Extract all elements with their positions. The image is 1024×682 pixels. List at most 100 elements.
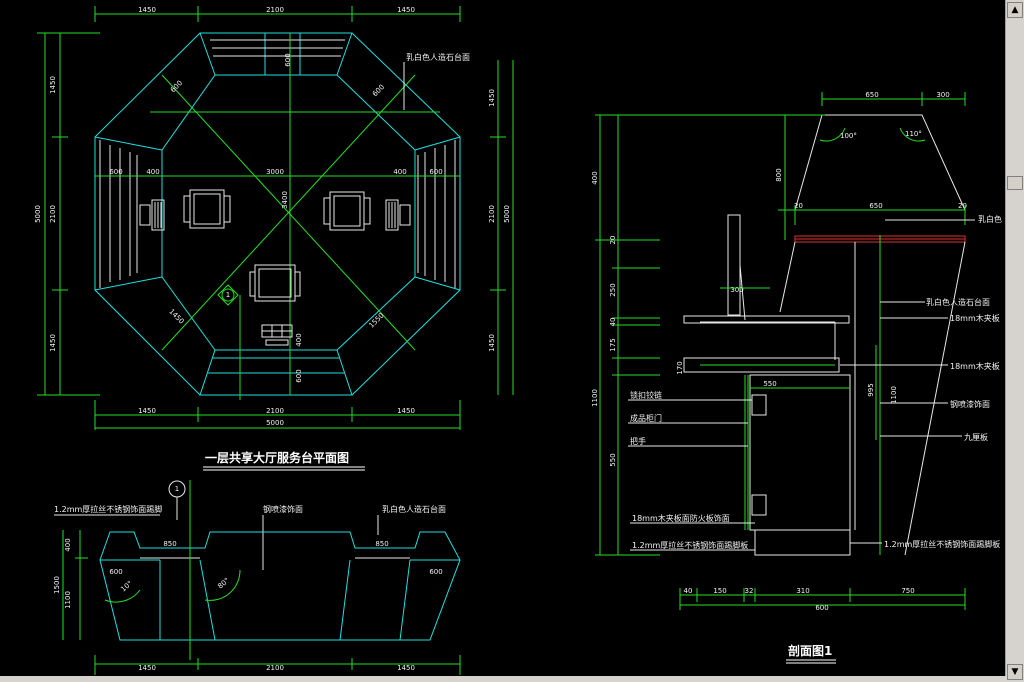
section-dim-angle-1: 100°	[840, 132, 857, 140]
elevation-dim-angle-2: 80°	[216, 576, 231, 590]
elevation-dim-angle-1: 10°	[119, 579, 134, 593]
section-marker-elevation[interactable]: 1	[168, 480, 186, 520]
plan-dim-left-upper: 1450	[49, 76, 57, 94]
section-monitor	[727, 214, 741, 316]
section-dim-bottom-1: 40	[684, 587, 693, 595]
plan-dim-bottom-small-1: 400	[295, 333, 303, 346]
plan-dim-diag-1: 600	[169, 79, 184, 94]
section-dim-bottom-3: 32	[745, 587, 754, 595]
plan-dim-right-mid: 2100	[488, 205, 496, 223]
section-dim-left-small-2: 170	[676, 361, 684, 374]
plan-dim-right-outer: 5000	[503, 205, 511, 223]
section-shelf	[683, 315, 850, 324]
scroll-up-button[interactable]: ▲	[1007, 2, 1023, 18]
section-dim-left-5: 1100	[591, 389, 599, 407]
plan-section-marker-label: 1	[226, 291, 230, 299]
chair-icon	[183, 189, 231, 229]
section-label-right-6: 九厘板	[964, 432, 988, 442]
section-label-right-3: 18mm木夹板	[950, 313, 1000, 323]
computer-icon	[261, 324, 293, 346]
plan-dim-diag-2: 600	[371, 83, 386, 98]
plan-dim-bottom-1: 1450	[138, 407, 156, 415]
elevation-label-stainless: 1.2mm厚拉丝不锈钢饰面踢脚	[54, 504, 162, 514]
plan-dim-center-h: 3000	[266, 168, 284, 176]
elevation-dim-inner-2: 600	[429, 568, 442, 576]
section-dim-bottom-5: 750	[901, 587, 914, 595]
elevation-outline	[99, 531, 461, 641]
section-dim-left-2: 250	[609, 283, 617, 296]
plan-dim-left-lower: 1450	[49, 334, 57, 352]
plan-title: 一层共享大厅服务台平面图	[205, 450, 349, 465]
section-dim-bottom-total: 600	[815, 604, 828, 612]
section-dim-bottom-4: 310	[796, 587, 809, 595]
section-dim-inner-w: 550	[763, 380, 776, 388]
section-dim-inner-top: 300	[730, 286, 743, 294]
section-label-right-5: 钢喷漆饰面	[950, 399, 990, 409]
section-view: 650 300 800 100° 110° 20 650 20	[591, 91, 1002, 664]
plan-dim-diag-3: 1450	[167, 307, 185, 325]
elevation-dim-bottom-2: 2100	[266, 664, 284, 672]
section-dim-left-4: 175	[609, 338, 617, 351]
section-dim-bottom-2: 150	[713, 587, 726, 595]
section-drawer	[683, 357, 840, 373]
plan-dim-side-right-2: 600	[429, 168, 442, 176]
computer-icon	[139, 199, 165, 231]
plan-dim-center-v: 3400	[281, 191, 289, 209]
section-label-right-4: 18mm木夹板	[950, 361, 1000, 371]
section-label-left-4: 18mm木夹板面防火板饰面	[632, 513, 730, 523]
section-label-left-3: 把手	[630, 436, 646, 446]
elevation-dim-bottom-1: 1450	[138, 664, 156, 672]
elevation-dim-total: 1500	[53, 576, 61, 594]
section-dim-right-v2: 1100	[890, 386, 898, 404]
section-dim-left-3: 40	[609, 318, 617, 327]
plan-dim-side-left-1: 600	[109, 168, 122, 176]
plan-dim-side-left-2: 400	[146, 168, 159, 176]
section-label-left-5: 1.2mm厚拉丝不锈钢饰面踢脚板	[632, 540, 748, 550]
scroll-thumb[interactable]	[1007, 176, 1023, 190]
plan-dim-side-right-1: 400	[393, 168, 406, 176]
section-dim-mid-h: 800	[775, 168, 783, 181]
chair-icon	[323, 191, 371, 231]
section-upper-frame	[794, 114, 966, 211]
elevation-dim-gap-1: 850	[163, 540, 176, 548]
section-marker-plan[interactable]: 1	[217, 284, 241, 400]
section-dim-left-1: 400	[591, 171, 599, 184]
plan-dim-top-2: 2100	[266, 6, 284, 14]
chair-icon	[249, 264, 301, 302]
layout-tabs-bar	[0, 676, 1006, 682]
elevation-section-marker-label: 1	[175, 485, 179, 493]
section-dim-top-small-1: 20	[794, 202, 803, 210]
elevation-view: 1 1.2mm厚拉丝不锈钢饰面踢脚 钢喷漆饰面 乳白色人造石台面 400 110…	[53, 480, 461, 675]
elevation-dim-left-2: 1100	[64, 591, 72, 609]
vertical-scrollbar[interactable]: ▲ ▼	[1005, 0, 1024, 682]
elevation-label-surface: 乳白色人造石台面	[382, 504, 446, 514]
section-dim-top-mid: 650	[869, 202, 882, 210]
elevation-dim-left-1: 400	[64, 538, 72, 551]
plan-dim-top-depth: 600	[284, 53, 292, 66]
plan-dim-top-3: 1450	[397, 6, 415, 14]
section-label-right-1: 乳白色	[978, 214, 1002, 224]
section-cabinet	[749, 374, 851, 531]
plan-label-surface: 乳白色人造石台面	[406, 52, 470, 62]
plan-view: 1450 2100 1450 5000 1450 2100 1450 1450 …	[34, 6, 514, 471]
elevation-dim-inner-1: 600	[109, 568, 122, 576]
elevation-label-center: 钢喷漆饰面	[263, 504, 303, 514]
section-dim-top-1: 650	[865, 91, 878, 99]
section-dim-angle-2: 110°	[905, 130, 922, 138]
section-title: 剖面图1	[788, 643, 832, 658]
plan-dim-bottom-small-2: 600	[295, 369, 303, 382]
section-dim-left-6: 550	[609, 453, 617, 466]
plan-dim-right-upper: 1450	[488, 89, 496, 107]
plan-dim-top-1: 1450	[138, 6, 156, 14]
section-dim-top-small-2: 20	[958, 202, 967, 210]
scroll-down-button[interactable]: ▼	[1007, 664, 1023, 680]
section-dim-left-small-1: 20	[609, 236, 617, 245]
plan-dim-left-outer: 5000	[34, 205, 42, 223]
elevation-dim-gap-2: 850	[375, 540, 388, 548]
plan-dim-right-lower: 1450	[488, 334, 496, 352]
plan-dim-diag-4: 1550	[367, 311, 385, 329]
section-label-left-1: 锁扣铰链	[630, 390, 662, 400]
plan-dim-bottom-2: 2100	[266, 407, 284, 415]
plan-dim-left-mid: 2100	[49, 205, 57, 223]
